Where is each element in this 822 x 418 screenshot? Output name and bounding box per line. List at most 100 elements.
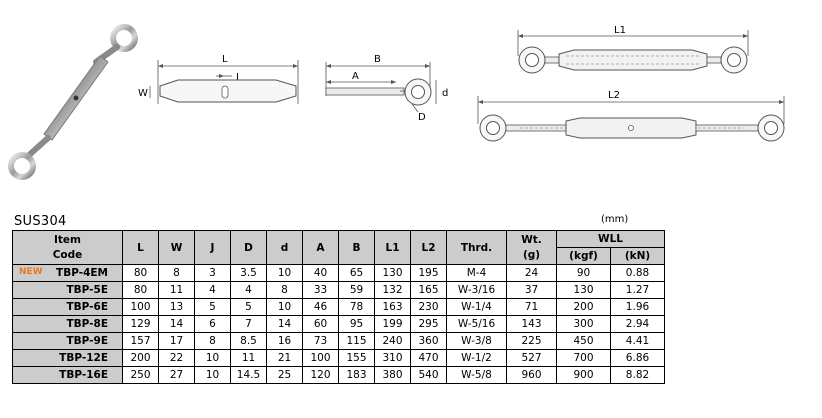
cell-a: 100: [302, 349, 339, 367]
cell-j: 4: [194, 281, 231, 299]
item-code-label: TBP-4EM: [56, 267, 108, 279]
cell-l: 200: [122, 349, 159, 367]
header-L2: L2: [410, 230, 447, 265]
cell-kgf: 700: [556, 349, 611, 367]
dim-label-J: J: [235, 72, 239, 83]
cell-d: 3.5: [230, 264, 267, 282]
cell-d: 11: [230, 349, 267, 367]
cell-kn: 6.86: [610, 349, 665, 367]
header-kn: (kN): [610, 247, 665, 265]
item-code-cell: TBP-5E: [12, 281, 123, 299]
cell-wt: 960: [506, 366, 557, 384]
dim-label-D: D: [418, 112, 426, 123]
cell-l: 80: [122, 264, 159, 282]
cell-kn: 1.96: [610, 298, 665, 316]
cell-d: 16: [266, 332, 303, 350]
item-code-label: TBP-6E: [66, 301, 108, 313]
dim-label-L2: L2: [608, 90, 620, 101]
cell-d: 7: [230, 315, 267, 333]
header-B: B: [338, 230, 375, 265]
cell-l2: 470: [410, 349, 447, 367]
header-A: A: [302, 230, 339, 265]
item-code-cell: TBP-8E: [12, 315, 123, 333]
item-code-label: TBP-5E: [66, 284, 108, 296]
cell-l: 157: [122, 332, 159, 350]
cell-kn: 2.94: [610, 315, 665, 333]
cell-d: 8.5: [230, 332, 267, 350]
cell-l2: 540: [410, 366, 447, 384]
cell-b: 65: [338, 264, 375, 282]
cell-kgf: 450: [556, 332, 611, 350]
cell-wt: 225: [506, 332, 557, 350]
cell-kgf: 200: [556, 298, 611, 316]
cell-l2: 360: [410, 332, 447, 350]
cell-w: 13: [158, 298, 195, 316]
dim-label-L1: L1: [614, 25, 626, 36]
header-D: D: [230, 230, 267, 265]
header-W: W: [158, 230, 195, 265]
cell-b: 183: [338, 366, 375, 384]
cell-d: 8: [266, 281, 303, 299]
cell-j: 5: [194, 298, 231, 316]
cell-d: 14.5: [230, 366, 267, 384]
cell-a: 120: [302, 366, 339, 384]
cell-kgf: 130: [556, 281, 611, 299]
cell-d: 5: [230, 298, 267, 316]
header-kgf: (kgf): [556, 247, 611, 265]
cell-l1: 163: [374, 298, 411, 316]
eyebolt-dimension-drawing: B A d D: [325, 54, 448, 123]
cell-thrd: W-5/8: [446, 366, 507, 384]
assembly-drawing-L1: L1: [517, 25, 749, 74]
item-code-label: TBP-12E: [59, 352, 108, 364]
unit-label: (mm): [601, 214, 629, 225]
cell-a: 40: [302, 264, 339, 282]
item-code-label: TBP-16E: [59, 369, 108, 381]
header-thread: Thrd.: [446, 230, 507, 265]
header-weight: Wt. (g): [506, 230, 557, 265]
cell-l1: 132: [374, 281, 411, 299]
cell-thrd: W-5/16: [446, 315, 507, 333]
cell-j: 10: [194, 349, 231, 367]
technical-drawings: L J W B A d D L1: [8, 24, 785, 180]
item-code-cell: TBP-16E: [12, 366, 123, 384]
cell-wt: 71: [506, 298, 557, 316]
cell-thrd: W-3/16: [446, 281, 507, 299]
cell-j: 10: [194, 366, 231, 384]
cell-l: 100: [122, 298, 159, 316]
cell-j: 8: [194, 332, 231, 350]
cell-thrd: W-1/2: [446, 349, 507, 367]
cell-d: 10: [266, 298, 303, 316]
cell-w: 17: [158, 332, 195, 350]
cell-l: 250: [122, 366, 159, 384]
cell-l1: 380: [374, 366, 411, 384]
dim-label-d: d: [442, 88, 448, 99]
cell-l1: 240: [374, 332, 411, 350]
cell-wt: 24: [506, 264, 557, 282]
cell-thrd: W-1/4: [446, 298, 507, 316]
cell-w: 14: [158, 315, 195, 333]
cell-w: 27: [158, 366, 195, 384]
cell-a: 73: [302, 332, 339, 350]
cell-l2: 295: [410, 315, 447, 333]
new-badge: NEW: [19, 267, 43, 277]
cell-l: 80: [122, 281, 159, 299]
cell-kn: 0.88: [610, 264, 665, 282]
cell-b: 59: [338, 281, 375, 299]
header-L: L: [122, 230, 159, 265]
cell-d: 25: [266, 366, 303, 384]
cell-thrd: M-4: [446, 264, 507, 282]
dim-label-B: B: [374, 54, 381, 65]
item-code-cell: TBP-12E: [12, 349, 123, 367]
cell-kgf: 900: [556, 366, 611, 384]
cell-l2: 230: [410, 298, 447, 316]
cell-l: 129: [122, 315, 159, 333]
cell-a: 46: [302, 298, 339, 316]
cell-d: 4: [230, 281, 267, 299]
cell-l2: 195: [410, 264, 447, 282]
cell-kn: 1.27: [610, 281, 665, 299]
cell-j: 6: [194, 315, 231, 333]
cell-l1: 130: [374, 264, 411, 282]
